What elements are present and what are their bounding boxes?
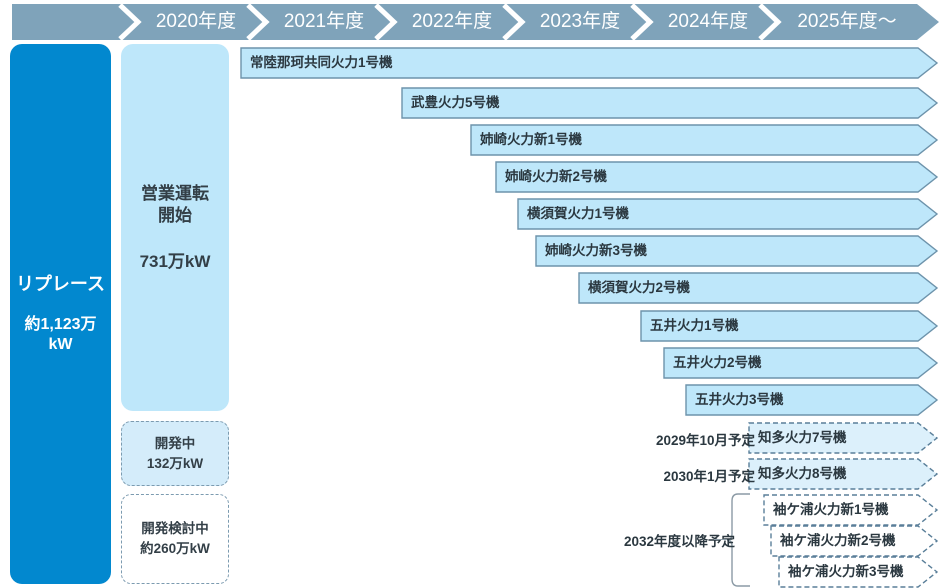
year-label-2024: 2024年度 (667, 11, 749, 32)
bar-label: 姉崎火力新3号機 (545, 243, 648, 258)
bar-label: 常陸那珂共同火力1号機 (250, 55, 393, 70)
bar-label: 姉崎火力新1号機 (480, 132, 583, 147)
schedule-note: 2030年1月予定 (663, 469, 755, 484)
timeline-bar: 袖ケ浦火力新2号機 (770, 525, 939, 557)
bar-label: 袖ケ浦火力新1号機 (773, 502, 889, 517)
timeline-bar: 五井火力1号機 (640, 310, 939, 342)
timeline-bar: 姉崎火力新2号機 (495, 161, 939, 193)
bar-shape (535, 235, 939, 267)
bar-shape (495, 161, 939, 193)
bar-shape (640, 310, 939, 342)
bar-label: 袖ケ浦火力新2号機 (780, 533, 896, 548)
timeline-bar: 五井火力2号機 (663, 347, 939, 379)
bar-shape (778, 556, 939, 588)
under-study-title: 開発検討中 (141, 521, 209, 537)
timeline-bar: 横須賀火力1号機 (517, 198, 939, 230)
replace-value: 約1,123万 kW (24, 315, 97, 353)
under-development-value: 132万kW (146, 455, 204, 471)
under-study-box: 開発検討中 約260万kW (121, 494, 229, 584)
replace-title: リプレース (15, 274, 106, 295)
timeline-bar: 知多火力7号機 (748, 422, 939, 454)
bar-shape (401, 87, 939, 119)
replace-total-box: リプレース 約1,123万 kW (10, 44, 111, 584)
bar-shape (748, 458, 939, 490)
under-development-title: 開発中 (154, 435, 196, 451)
bar-shape (748, 422, 939, 454)
bar-shape (578, 272, 939, 304)
timeline-bar: 姉崎火力新3号機 (535, 235, 939, 267)
bar-shape (240, 47, 939, 79)
year-label-2022: 2022年度 (411, 11, 493, 32)
bar-label: 姉崎火力新2号機 (505, 169, 608, 184)
timeline-bar: 袖ケ浦火力新1号機 (763, 494, 939, 526)
year-label-2025-onward: 2025年度～ (797, 11, 897, 32)
bar-shape (763, 494, 939, 526)
timeline-bar: 武豊火力5号機 (401, 87, 939, 119)
bar-shape (770, 525, 939, 557)
timeline-bar: 知多火力8号機 (748, 458, 939, 490)
bar-shape (470, 124, 939, 156)
timeline-bar: 横須賀火力2号機 (578, 272, 939, 304)
bar-shape (517, 198, 939, 230)
operation-started-box: 営業運転 開始 731万kW (121, 44, 229, 411)
bar-label: 袖ケ浦火力新3号機 (788, 564, 904, 579)
timeline-bar: 五井火力3号機 (685, 384, 939, 416)
bar-label: 知多火力8号機 (758, 466, 847, 481)
bar-label: 五井火力3号機 (695, 392, 784, 407)
group-bracket (726, 493, 750, 587)
year-chevron-bar: 2020年度 2021年度 2022年度 2023年度 2024年度 2025年… (12, 4, 939, 40)
operation-started-title: 営業運転 開始 (141, 183, 209, 225)
timeline-bar: 常陸那珂共同火力1号機 (240, 47, 939, 79)
year-label-2020: 2020年度 (155, 11, 237, 32)
bar-label: 知多火力7号機 (758, 430, 847, 445)
schedule-note: 2029年10月予定 (655, 433, 755, 448)
timeline-bar: 袖ケ浦火力新3号機 (778, 556, 939, 588)
bar-shape (663, 347, 939, 379)
timeline-bar: 姉崎火力新1号機 (470, 124, 939, 156)
bar-label: 武豊火力5号機 (411, 95, 500, 110)
note-connector (714, 539, 727, 541)
operation-started-value: 731万kW (139, 252, 211, 272)
bar-label: 五井火力1号機 (650, 318, 739, 333)
bar-label: 横須賀火力2号機 (588, 280, 691, 295)
bar-label: 五井火力2号機 (673, 355, 762, 370)
year-bar-background (12, 4, 939, 40)
schedule-note: 2032年度以降予定 (623, 534, 735, 549)
under-development-box: 開発中 132万kW (121, 421, 229, 486)
year-label-2023: 2023年度 (539, 11, 621, 32)
bar-label: 横須賀火力1号機 (527, 206, 630, 221)
bar-shape (685, 384, 939, 416)
under-study-value: 約260万kW (140, 541, 210, 556)
year-label-2021: 2021年度 (283, 11, 365, 32)
